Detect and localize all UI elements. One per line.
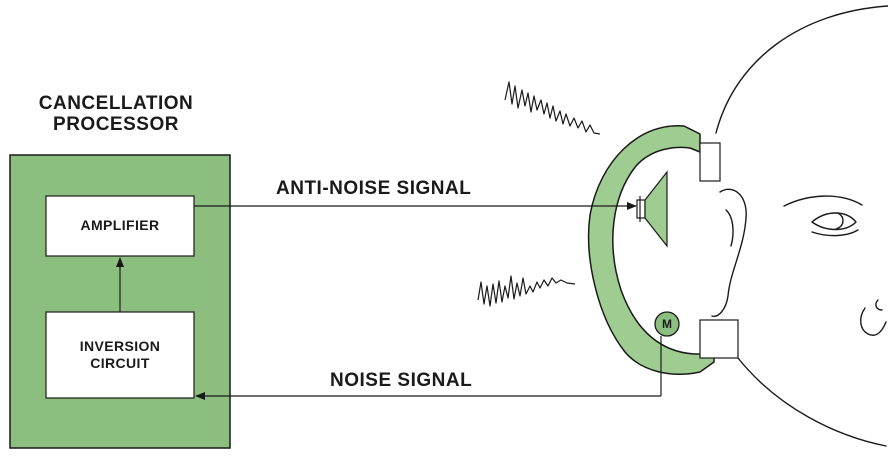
processor-title: CANCELLATION PROCESSOR xyxy=(10,93,222,136)
ear-cup-pad-lower xyxy=(699,319,739,359)
ear-cup-pad-upper xyxy=(699,142,721,182)
inversion-circuit-label: INVERSION CIRCUIT xyxy=(79,337,161,372)
noise-signal-label: NOISE SIGNAL xyxy=(330,370,473,391)
microphone-icon xyxy=(654,311,680,396)
processor-title-line1: CANCELLATION xyxy=(38,93,194,114)
speaker-icon xyxy=(636,170,668,248)
head-illustration xyxy=(711,5,888,447)
processor-title-line2: PROCESSOR xyxy=(53,114,179,136)
amplifier-box xyxy=(45,195,195,257)
noise-waveform-icon xyxy=(477,275,576,307)
amplifier-label: AMPLIFIER xyxy=(80,217,160,234)
noise-waveform-icon xyxy=(504,81,601,135)
microphone-letter: M xyxy=(662,317,672,331)
anti-noise-signal-label: ANTI-NOISE SIGNAL xyxy=(276,178,472,199)
ear-cup xyxy=(587,125,715,375)
